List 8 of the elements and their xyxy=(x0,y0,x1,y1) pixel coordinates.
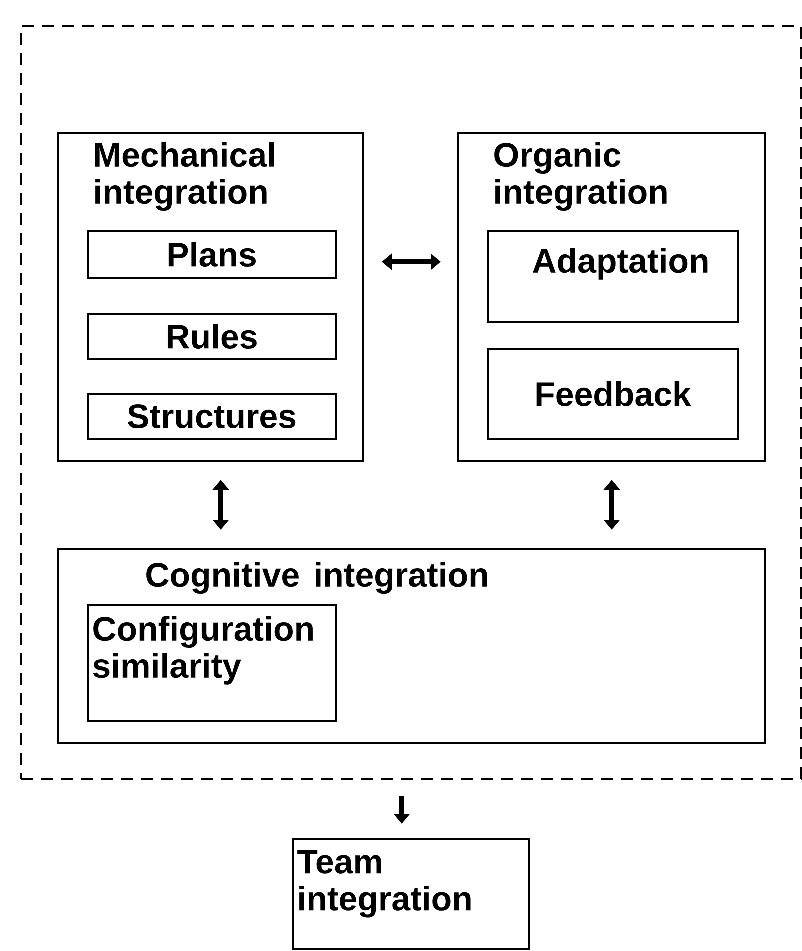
dashed-frame xyxy=(20,25,802,780)
process-box: Feedback xyxy=(487,348,739,440)
process-box: Plans xyxy=(87,230,337,279)
process-box: Adaptation xyxy=(487,230,739,323)
process-box: Configuration similarity xyxy=(87,604,337,722)
process-box: Team integration xyxy=(292,838,530,950)
process-box: Rules xyxy=(87,313,337,360)
process-box: Structures xyxy=(87,393,337,440)
